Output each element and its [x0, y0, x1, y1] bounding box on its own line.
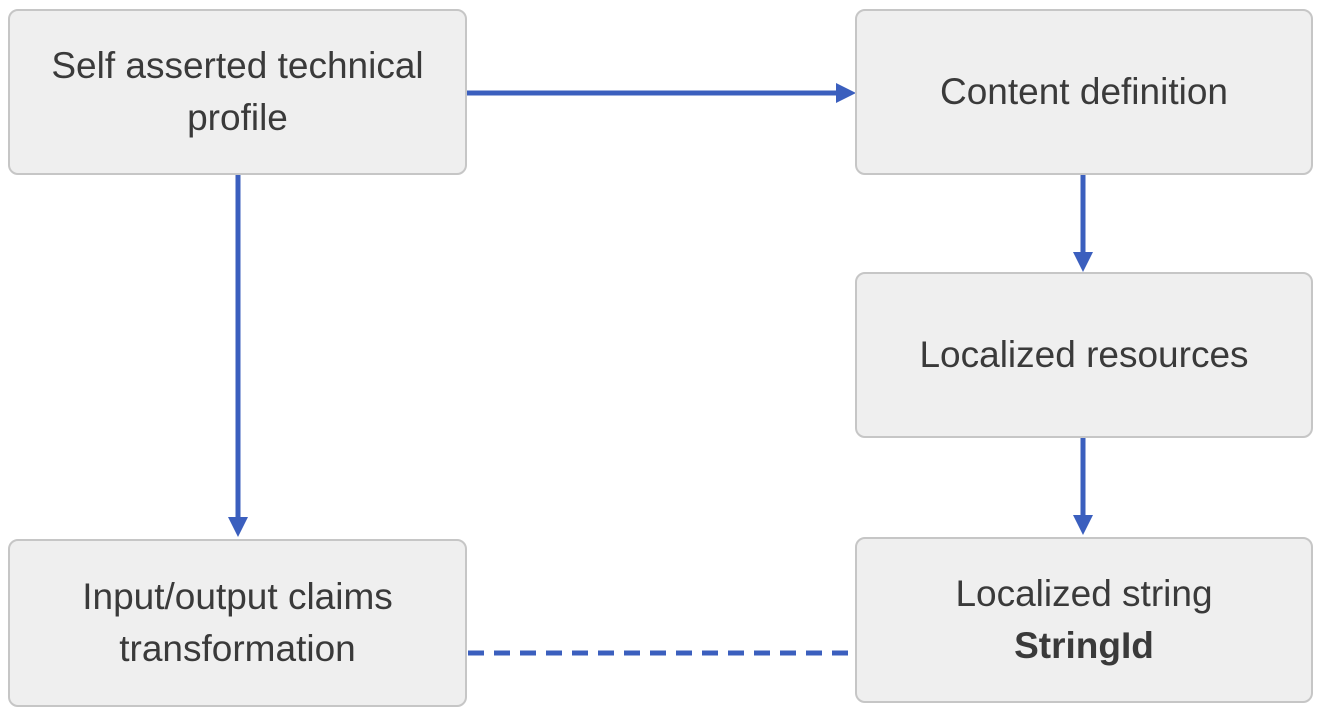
arrowhead-claims-transformation: [228, 517, 248, 537]
node-claims-transformation-line2: transformation: [119, 628, 356, 669]
node-self-asserted-technical-profile: Self asserted technical profile: [8, 9, 467, 175]
arrowhead-content-definition: [836, 83, 856, 103]
node-content-definition-label: Content definition: [940, 71, 1228, 112]
arrowhead-localized-string: [1073, 515, 1093, 535]
node-self-asserted-line1: Self asserted technical: [51, 45, 424, 86]
node-input-output-claims-transformation: Input/output claims transformation: [8, 539, 467, 707]
node-localized-resources: Localized resources: [855, 272, 1313, 438]
node-self-asserted-line2: profile: [187, 97, 288, 138]
node-claims-transformation-line1: Input/output claims: [82, 576, 393, 617]
node-localized-resources-label: Localized resources: [919, 334, 1249, 375]
arrowhead-localized-resources: [1073, 252, 1093, 272]
node-localized-string-label: Localized string: [955, 573, 1213, 614]
node-localized-string-stringid: StringId: [1014, 625, 1154, 666]
node-localized-string: Localized string StringId: [855, 537, 1313, 703]
node-content-definition: Content definition: [855, 9, 1313, 175]
